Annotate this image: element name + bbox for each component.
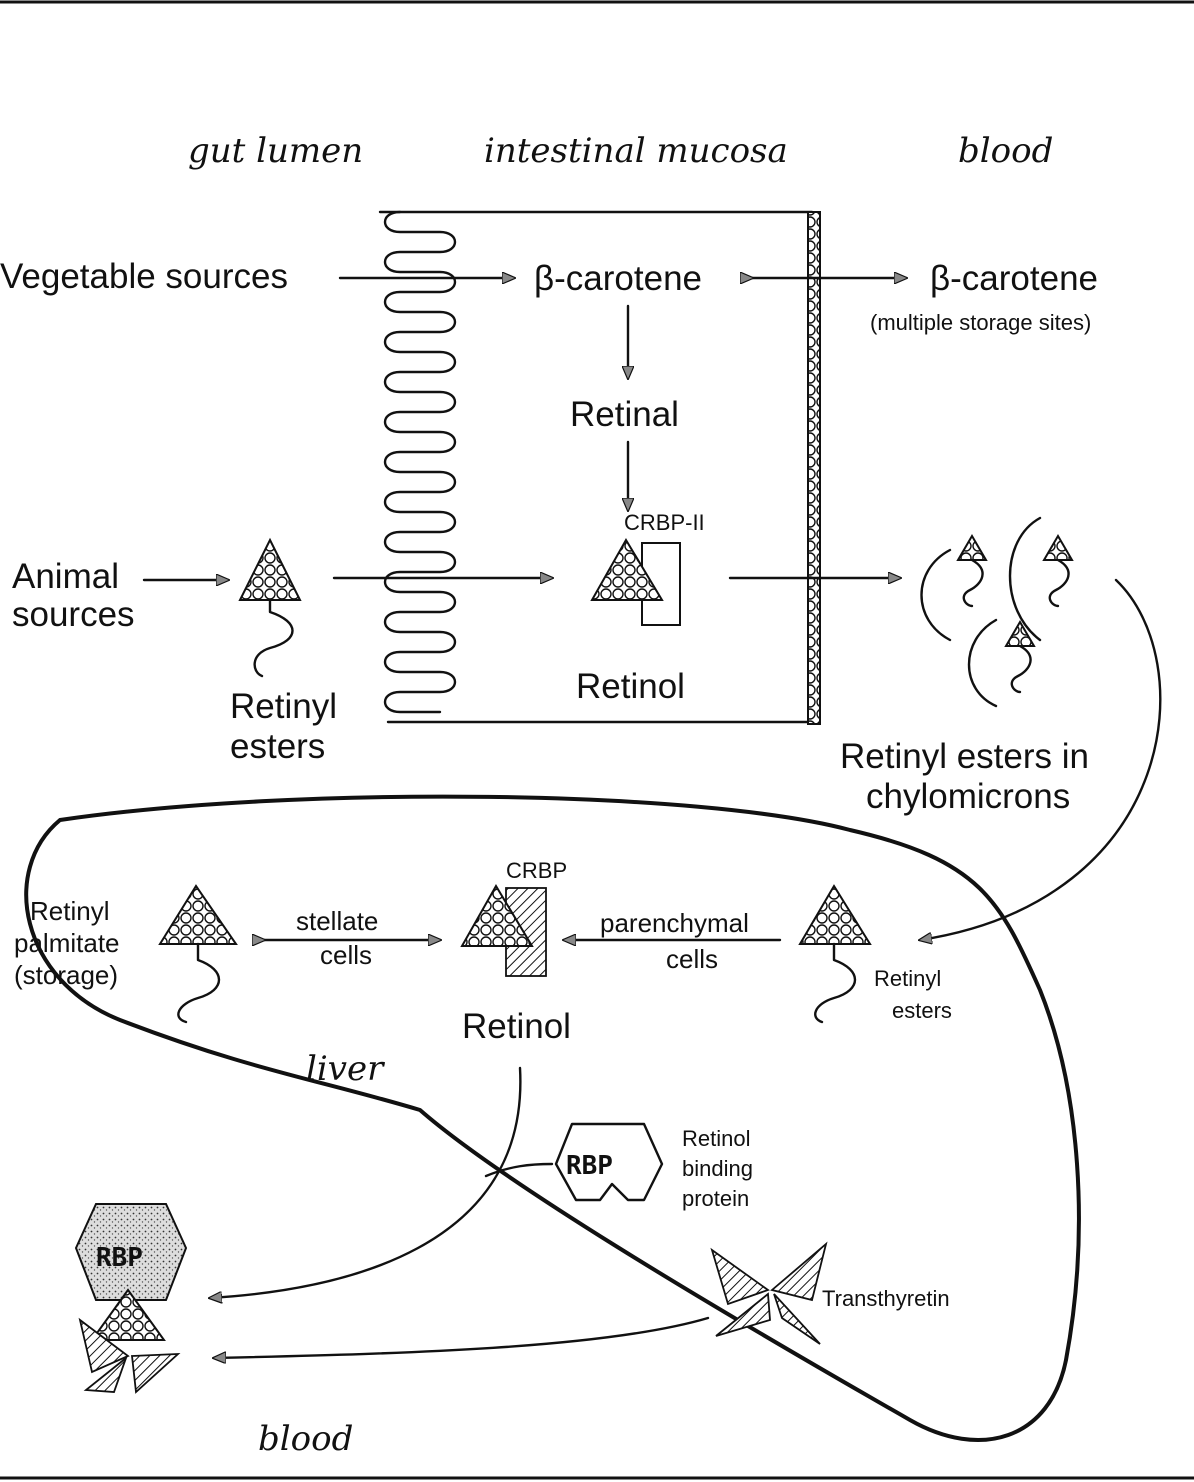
liver-region-label: liver <box>306 1049 385 1089</box>
rbp-label-1: Retinol <box>682 1126 750 1151</box>
rbp-protein-abbrev: RBP <box>566 1151 613 1181</box>
chylomicrons-label-2: chylomicrons <box>866 777 1070 816</box>
retinyl-ester-molecule-liver <box>800 886 870 1022</box>
retinal-label: Retinal <box>570 395 679 434</box>
beta-carotene-mucosa: β-carotene <box>534 259 702 298</box>
transthyretin-shape <box>712 1244 826 1344</box>
header-blood: blood <box>958 131 1053 171</box>
retinyl-palmitate-label-2: palmitate <box>14 928 120 958</box>
header-gut-lumen: gut lumen <box>188 131 363 171</box>
stellate-label-1: stellate <box>296 906 378 936</box>
retinyl-esters-liver-1: Retinyl <box>874 966 941 991</box>
retinyl-palmitate-label-1: Retinyl <box>30 896 109 926</box>
retinol-mucosa-label: Retinol <box>576 667 685 706</box>
parenchymal-label-1: parenchymal <box>600 908 749 938</box>
animal-sources-label-1: Animal <box>12 557 119 596</box>
chylomicrons-label-1: Retinyl esters in <box>840 737 1089 776</box>
animal-sources-label-2: sources <box>12 595 135 634</box>
storage-sites-label: (multiple storage sites) <box>870 310 1091 335</box>
rbp-label-2: binding <box>682 1156 753 1181</box>
arrow-transthyretin-to-complex <box>214 1318 708 1358</box>
crbp-label: CRBP <box>506 858 567 883</box>
header-intestinal-mucosa: intestinal mucosa <box>484 131 788 171</box>
retinyl-esters-gut-1: Retinyl <box>230 687 337 726</box>
retinyl-palmitate-label-3: (storage) <box>14 960 118 990</box>
vegetable-sources-label: Vegetable sources <box>0 257 288 296</box>
rbp-label-3: protein <box>682 1186 749 1211</box>
retinol-liver-label: Retinol <box>462 1007 571 1046</box>
parenchymal-label-2: cells <box>666 944 718 974</box>
blood-region-label: blood <box>258 1419 353 1459</box>
rbp-complex-label: RBP <box>96 1243 143 1273</box>
arrow-retinol-to-complex <box>210 1068 520 1298</box>
rbp-complex: RBP <box>76 1204 186 1392</box>
beta-carotene-blood: β-carotene <box>930 259 1098 298</box>
retinyl-ester-molecule-gut <box>240 540 300 676</box>
chylomicrons <box>922 518 1073 706</box>
retinyl-palmitate-molecule <box>160 886 236 1022</box>
stellate-label-2: cells <box>320 940 372 970</box>
intestinal-villi <box>385 212 455 712</box>
crbp-ii-label: CRBP-II <box>624 510 705 535</box>
retinyl-esters-liver-2: esters <box>892 998 952 1023</box>
transthyretin-label: Transthyretin <box>822 1286 950 1311</box>
retinyl-esters-gut-2: esters <box>230 727 325 766</box>
